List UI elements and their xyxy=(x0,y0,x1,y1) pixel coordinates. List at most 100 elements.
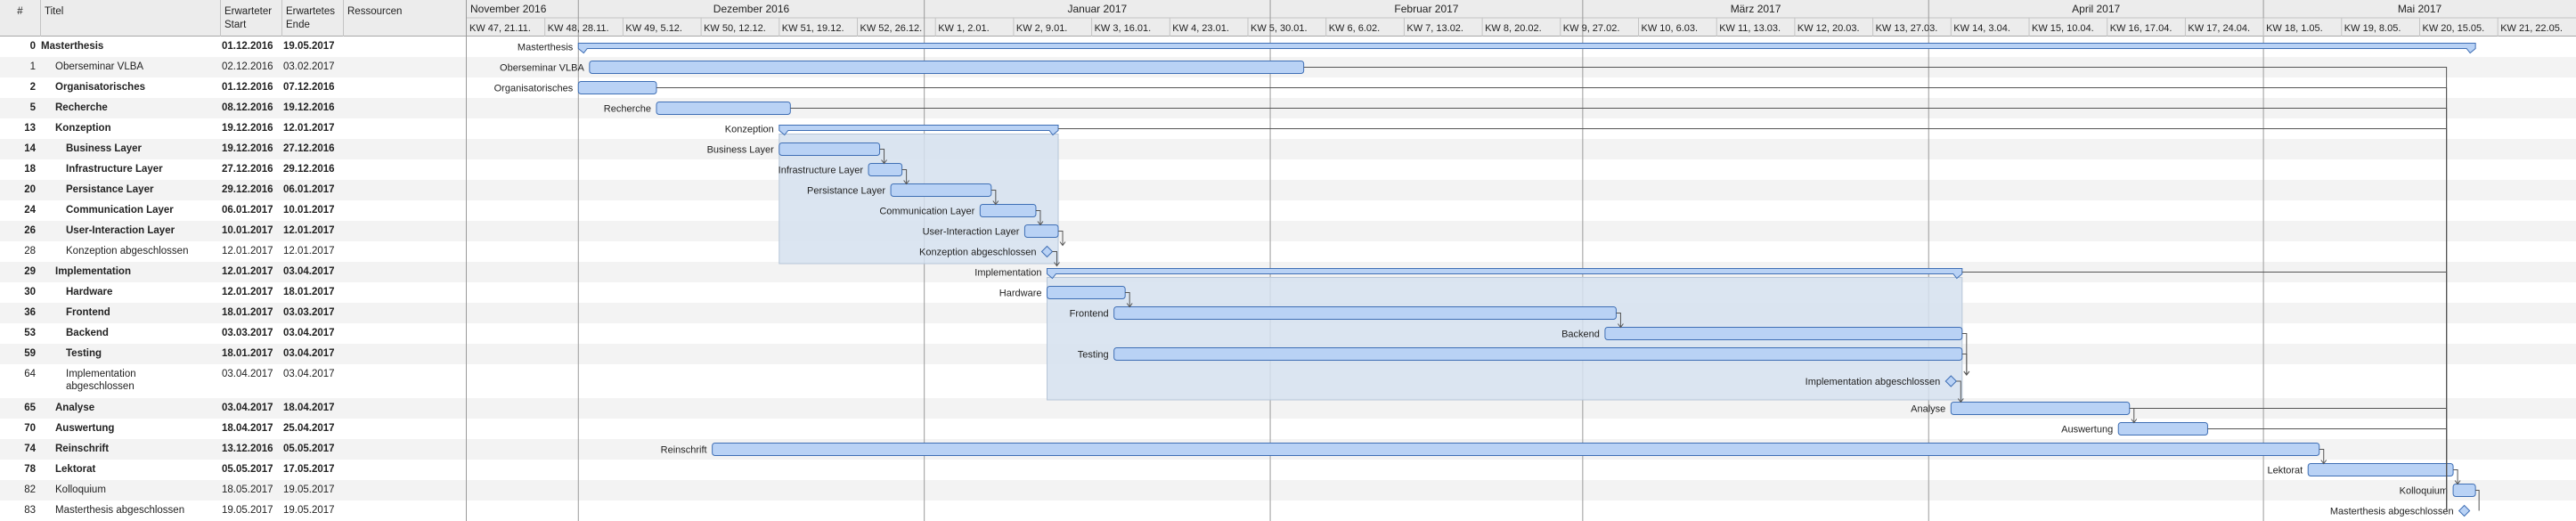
row-start-date: 19.12.2016 xyxy=(222,143,273,154)
row-title: Recherche xyxy=(55,102,108,113)
task-bar[interactable] xyxy=(890,183,992,197)
row-number: 29 xyxy=(24,266,36,277)
row-start-date: 03.04.2017 xyxy=(222,403,273,413)
bar-label: Masterthesis xyxy=(518,43,574,53)
bar-label: Organisatorisches xyxy=(494,84,574,94)
column-header-title[interactable]: Titel xyxy=(41,0,221,37)
month-label: April 2017 xyxy=(2072,3,2120,15)
row-title: Auswertung xyxy=(55,423,115,434)
summary-bar[interactable] xyxy=(1046,268,1963,280)
row-start-date: 19.12.2016 xyxy=(222,123,273,134)
week-label: KW 1, 2.01. xyxy=(938,23,989,34)
summary-bar[interactable] xyxy=(577,43,2476,54)
column-header-number[interactable]: # xyxy=(0,0,41,37)
task-bar[interactable] xyxy=(1604,327,1963,340)
column-header-resources[interactable]: Ressourcen xyxy=(347,6,403,17)
milestone-diamond[interactable] xyxy=(1944,375,1958,387)
milestone-diamond[interactable] xyxy=(1040,245,1054,258)
task-bar[interactable] xyxy=(1950,402,2131,415)
dependency-arrow xyxy=(1059,241,1066,247)
row-start-date: 01.12.2016 xyxy=(222,41,273,52)
row-title: Backend xyxy=(66,328,109,338)
dependency-line xyxy=(901,169,908,184)
row-number: 83 xyxy=(24,505,36,516)
task-bar[interactable] xyxy=(979,204,1037,217)
summary-bar[interactable] xyxy=(779,125,1059,136)
dependency-arrow xyxy=(903,180,910,185)
task-bar[interactable] xyxy=(712,443,2320,456)
task-bar[interactable] xyxy=(2117,422,2208,436)
bar-label: Konzeption xyxy=(725,125,774,135)
bar-label: Masterthesis abgeschlossen xyxy=(2330,507,2454,517)
task-bar[interactable] xyxy=(779,142,881,156)
row-number: 64 xyxy=(24,369,36,379)
row-title: Testing xyxy=(66,348,102,359)
week-label: KW 7, 13.02. xyxy=(1406,23,1463,34)
row-end-date: 19.05.2017 xyxy=(283,484,335,495)
dependency-arrow xyxy=(1963,370,1970,376)
bar-label: Persistance Layer xyxy=(807,186,885,197)
row-number: 5 xyxy=(29,102,36,113)
row-number: 24 xyxy=(24,205,36,216)
task-bar[interactable] xyxy=(577,81,657,94)
row-number: 78 xyxy=(24,464,36,475)
task-bar[interactable] xyxy=(2307,463,2454,476)
bar-label: Testing xyxy=(1078,350,1109,361)
task-bar[interactable] xyxy=(1023,224,1059,238)
task-bar[interactable] xyxy=(2452,484,2476,497)
row-title: Communication Layer xyxy=(66,205,174,216)
task-bar[interactable] xyxy=(656,102,791,115)
dependency-line xyxy=(990,190,997,205)
task-bar[interactable] xyxy=(1046,286,1126,299)
task-bar[interactable] xyxy=(868,163,903,176)
row-end-date: 19.05.2017 xyxy=(283,505,335,516)
week-label: KW 18, 1.05. xyxy=(2266,23,2323,34)
month-label: Februar 2017 xyxy=(1394,3,1458,15)
row-start-date: 12.01.2017 xyxy=(222,246,273,256)
bar-label: Business Layer xyxy=(707,145,775,156)
row-title: Masterthesis abgeschlossen xyxy=(55,505,185,516)
dependency-arrow xyxy=(1618,323,1624,329)
row-title: Business Layer xyxy=(66,143,143,154)
task-bar[interactable] xyxy=(1113,306,1617,320)
row-start-date: 01.12.2016 xyxy=(222,82,273,93)
dependency-line xyxy=(2207,428,2448,511)
week-label: KW 10, 6.03. xyxy=(1642,23,1699,34)
bar-label: Backend xyxy=(1561,330,1600,340)
row-end-date: 03.02.2017 xyxy=(283,61,335,72)
task-bar[interactable] xyxy=(1113,347,1963,361)
row-number: 18 xyxy=(24,164,36,175)
row-start-date: 10.01.2017 xyxy=(222,225,273,236)
task-bar[interactable] xyxy=(589,61,1305,74)
row-number: 14 xyxy=(24,143,36,154)
milestone-diamond[interactable] xyxy=(2458,504,2471,517)
dependency-arrow xyxy=(1037,221,1044,226)
